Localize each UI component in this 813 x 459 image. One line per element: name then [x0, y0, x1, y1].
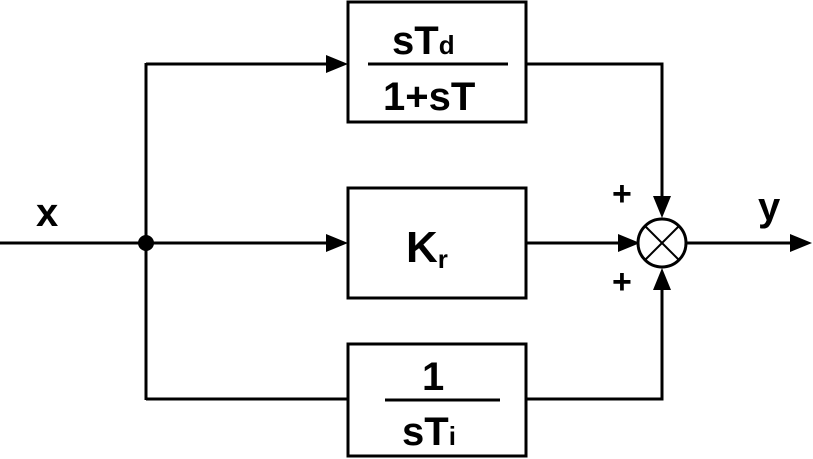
middle-output-arrow — [618, 234, 640, 252]
input-label: x — [36, 191, 58, 235]
proportional-gain: Kr — [406, 223, 448, 274]
sign-bottom: + — [612, 263, 632, 301]
derivative-block: sTd 1+sT — [346, 0, 528, 124]
output-label: y — [758, 185, 781, 229]
middle-path-arrow — [326, 234, 348, 252]
top-return-arrow — [653, 196, 671, 218]
top-return-line — [526, 62, 664, 198]
output-arrow — [790, 234, 812, 252]
sign-top: + — [612, 175, 632, 213]
bottom-return-arrow — [653, 268, 671, 290]
derivative-denominator: 1+sT — [383, 75, 475, 119]
integral-block: 1 sTi — [346, 342, 528, 458]
proportional-block: Kr — [346, 186, 528, 300]
top-path-arrow — [326, 55, 348, 73]
summing-junction — [636, 217, 688, 269]
derivative-numerator: sTd — [392, 19, 455, 63]
integral-denominator: sTi — [402, 410, 456, 454]
bottom-return-line — [526, 288, 664, 401]
integral-numerator: 1 — [422, 355, 444, 399]
